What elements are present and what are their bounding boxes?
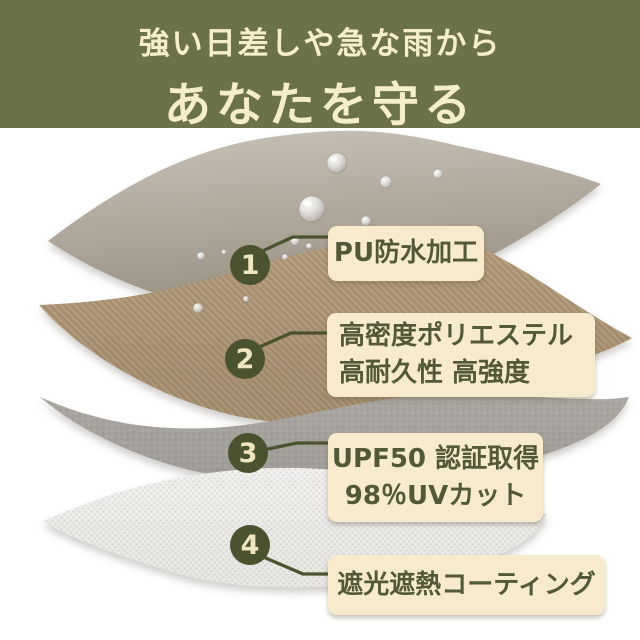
callout-label-1-line-1: PU防水加工: [333, 238, 479, 268]
banner-title: あなたを守る: [164, 78, 476, 133]
callout-label-3-line-2: 98％UVカット: [344, 480, 527, 511]
callout-label-4-line-1: 遮光遮熱コーティング: [337, 569, 596, 600]
callout-label-3-line-1: UPF50 認証取得: [331, 443, 540, 474]
callout-label-2-line-1: 高密度ポリエステル: [339, 321, 574, 351]
callout-label-4: 遮光遮熱コーティング: [328, 555, 605, 615]
callout-label-1: PU防水加工: [328, 226, 484, 281]
callout-label-2: 高密度ポリエステル 高耐久性 高強度: [327, 313, 595, 397]
callout-label-2-line-2: 高耐久性 高強度: [339, 358, 531, 388]
water-droplets: [192, 152, 444, 314]
callout-lines: [255, 235, 331, 576]
callout-line-4: [259, 554, 331, 576]
callout-line-2: [255, 331, 331, 350]
callout-badge-4: 4: [230, 525, 270, 565]
callout-line-3: [261, 441, 331, 452]
fabric-layer-1-waterproof: [48, 130, 601, 317]
callout-line-1: [256, 235, 331, 255]
callout-badge-3: 3: [228, 433, 268, 473]
banner-subtitle: 強い日差しや急な雨から: [138, 26, 502, 62]
callout-label-3: UPF50 認証取得 98％UVカット: [328, 433, 543, 522]
header-banner: 強い日差しや急な雨から あなたを守る: [0, 0, 640, 133]
callout-badge-2: 2: [225, 339, 265, 379]
callout-badge-1: 1: [230, 245, 270, 285]
